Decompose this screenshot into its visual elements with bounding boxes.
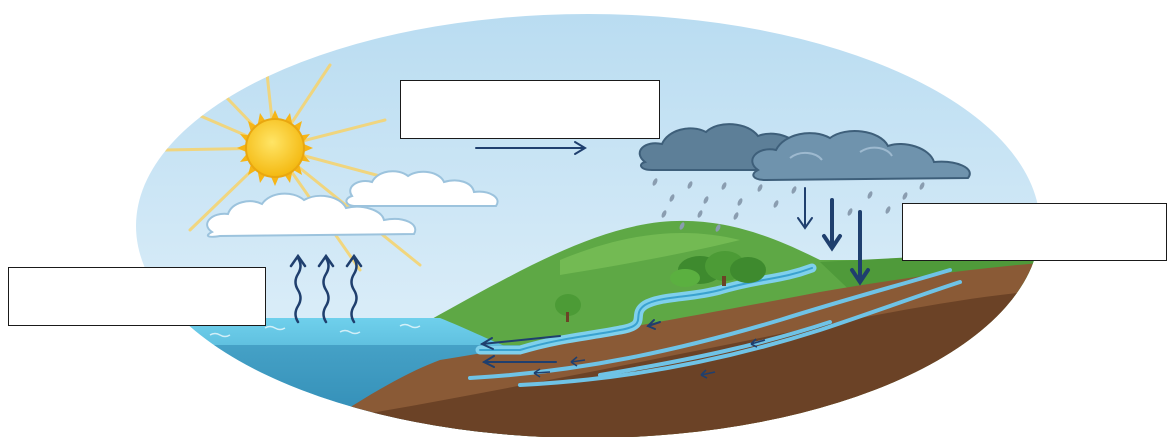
sun-icon xyxy=(237,110,313,186)
evaporation-label-box[interactable] xyxy=(8,267,266,326)
precipitation-label-box[interactable] xyxy=(902,203,1167,261)
condensation-label-box[interactable] xyxy=(400,80,660,139)
